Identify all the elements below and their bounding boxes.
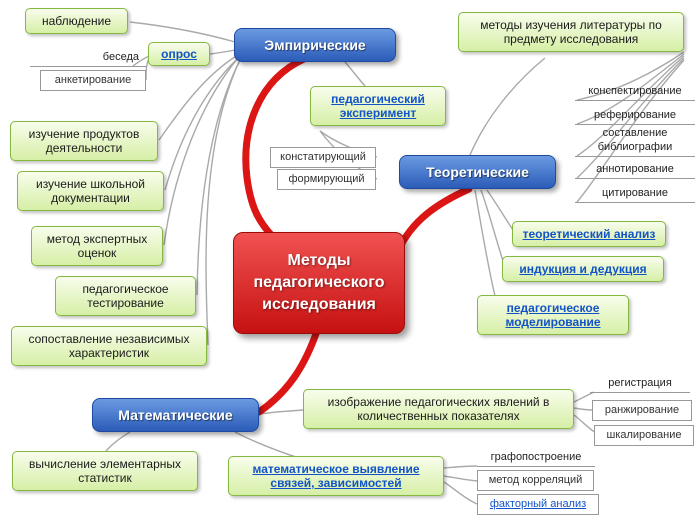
- label-beseda: беседа: [30, 50, 147, 67]
- box-konstatiruyushchiy: констатирующий: [270, 147, 376, 168]
- link-opros[interactable]: опрос: [161, 47, 197, 61]
- leaf-sopostavlenie: сопоставление независимых характеристик: [11, 326, 207, 366]
- box-faktorny: факторный анализ: [477, 494, 599, 515]
- edge-izobrazhenie-ranzhirovanie: [573, 407, 593, 411]
- label-konspektirovanie: конспектирование: [575, 84, 695, 101]
- leaf-testirovanie: педагогическое тестирование: [55, 276, 196, 316]
- edge-theoretical-indukcia: [480, 189, 505, 265]
- leaf-experiment: педагогический эксперимент: [310, 86, 446, 126]
- label-annotirovanie: аннотирование: [575, 162, 695, 179]
- edge-mathematical-izobrazhenie: [258, 409, 304, 415]
- edge-empirical-nablyudenie: [129, 21, 236, 43]
- leaf-vychislenie: вычисление элементарных статистик: [12, 451, 198, 491]
- link-vyyavlenie[interactable]: математическое выявление связей, зависим…: [252, 462, 420, 490]
- link-indukcia[interactable]: индукция и дедукция: [519, 262, 647, 276]
- leaf-produkty: изучение продуктов деятельности: [10, 121, 158, 161]
- label-citirovanie: цитирование: [575, 186, 695, 203]
- label-referirovanie: реферирование: [575, 108, 695, 125]
- label-grafopostroenie: графопостроение: [477, 450, 595, 467]
- edge-empirical-dokumentacia: [164, 57, 239, 191]
- leaf-vyyavlenie: математическое выявление связей, зависим…: [228, 456, 444, 496]
- leaf-izobrazhenie: изображение педагогических явлений в кол…: [303, 389, 574, 429]
- leaf-modelirovanie: педагогическое моделирование: [477, 295, 629, 335]
- link-modelirovanie[interactable]: педагогическое моделирование: [505, 301, 601, 329]
- box-anketirovanie: анкетирование: [40, 70, 146, 91]
- leaf-opros: опрос: [148, 42, 210, 66]
- edge-izobrazhenie-registracia: [573, 391, 595, 403]
- edge-empirical-expert: [163, 57, 239, 246]
- box-korrelyacii: метод корреляций: [477, 470, 594, 491]
- box-shkalirovanie: шкалирование: [594, 425, 694, 446]
- central-topic-line3: исследования: [262, 296, 376, 313]
- central-topic-line2: педагогического: [253, 274, 385, 291]
- link-analiz[interactable]: теоретический анализ: [522, 227, 656, 241]
- label-bibliografia: составление библиографии: [575, 126, 695, 157]
- edge-empirical-produkty: [158, 54, 239, 141]
- edge-vyyavlenie-korrelyacii: [443, 475, 478, 482]
- edge-theoretical-literatura: [469, 57, 546, 156]
- leaf-analiz: теоретический анализ: [512, 221, 666, 247]
- edge-empirical-experiment: [344, 61, 366, 87]
- edge-vyyavlenie-grafopostroenie: [443, 465, 478, 469]
- box-formiruyushchiy: формирующий: [277, 169, 376, 190]
- link-faktorny[interactable]: факторный анализ: [489, 498, 587, 510]
- leaf-indukcia: индукция и дедукция: [502, 256, 664, 282]
- category-theoretical: Теоретические: [399, 155, 556, 189]
- edge-theoretical-modelirovanie: [474, 189, 496, 297]
- leaf-expert: метод экспертных оценок: [31, 226, 163, 266]
- link-experiment[interactable]: педагогический эксперимент: [331, 92, 425, 120]
- leaf-literatura: методы изучения литературы по предмету и…: [458, 12, 684, 52]
- edge-empirical-opros: [209, 49, 236, 55]
- central-topic-line1: Методы: [287, 252, 351, 269]
- leaf-nablyudenie: наблюдение: [25, 8, 128, 34]
- central-topic: Методы педагогического исследования: [233, 232, 405, 334]
- leaf-dokumentacia: изучение школьной документации: [17, 171, 164, 211]
- category-mathematical: Математические: [92, 398, 259, 432]
- box-ranzhirovanie: ранжирование: [592, 400, 692, 421]
- label-registracia: регистрация: [590, 376, 690, 393]
- edge-theoretical-analiz: [486, 189, 514, 231]
- edge-mathematical-vychislenie: [105, 431, 131, 452]
- edge-vyyavlenie-faktorny: [443, 481, 478, 505]
- edge-center-theoretical: [394, 185, 473, 255]
- category-empirical: Эмпирические: [234, 28, 396, 62]
